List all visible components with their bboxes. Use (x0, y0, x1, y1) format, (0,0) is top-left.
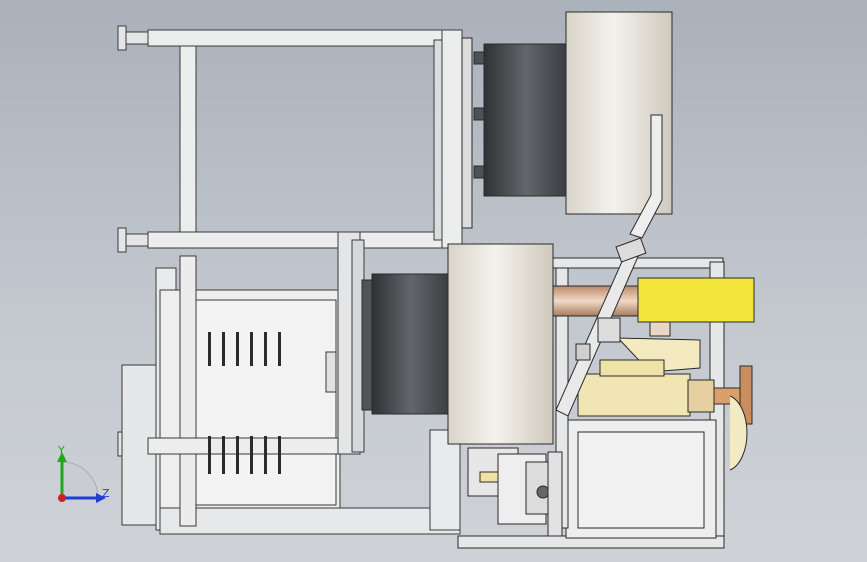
origin-marker (58, 494, 66, 502)
coordinate-triad: Y Z (57, 444, 110, 503)
lower-drum-assembly (361, 243, 554, 445)
lower-cabinet (121, 231, 461, 535)
z-axis-label: Z (102, 487, 110, 500)
spindle-assembly (552, 277, 755, 337)
y-axis-label: Y (57, 444, 65, 457)
angled-slide-rail (555, 237, 647, 417)
upper-drum-assembly (461, 11, 673, 239)
upper-frame (147, 29, 463, 249)
vent-slots (208, 332, 281, 474)
brass-motor (577, 337, 753, 471)
clamp-mechanism (467, 447, 563, 537)
